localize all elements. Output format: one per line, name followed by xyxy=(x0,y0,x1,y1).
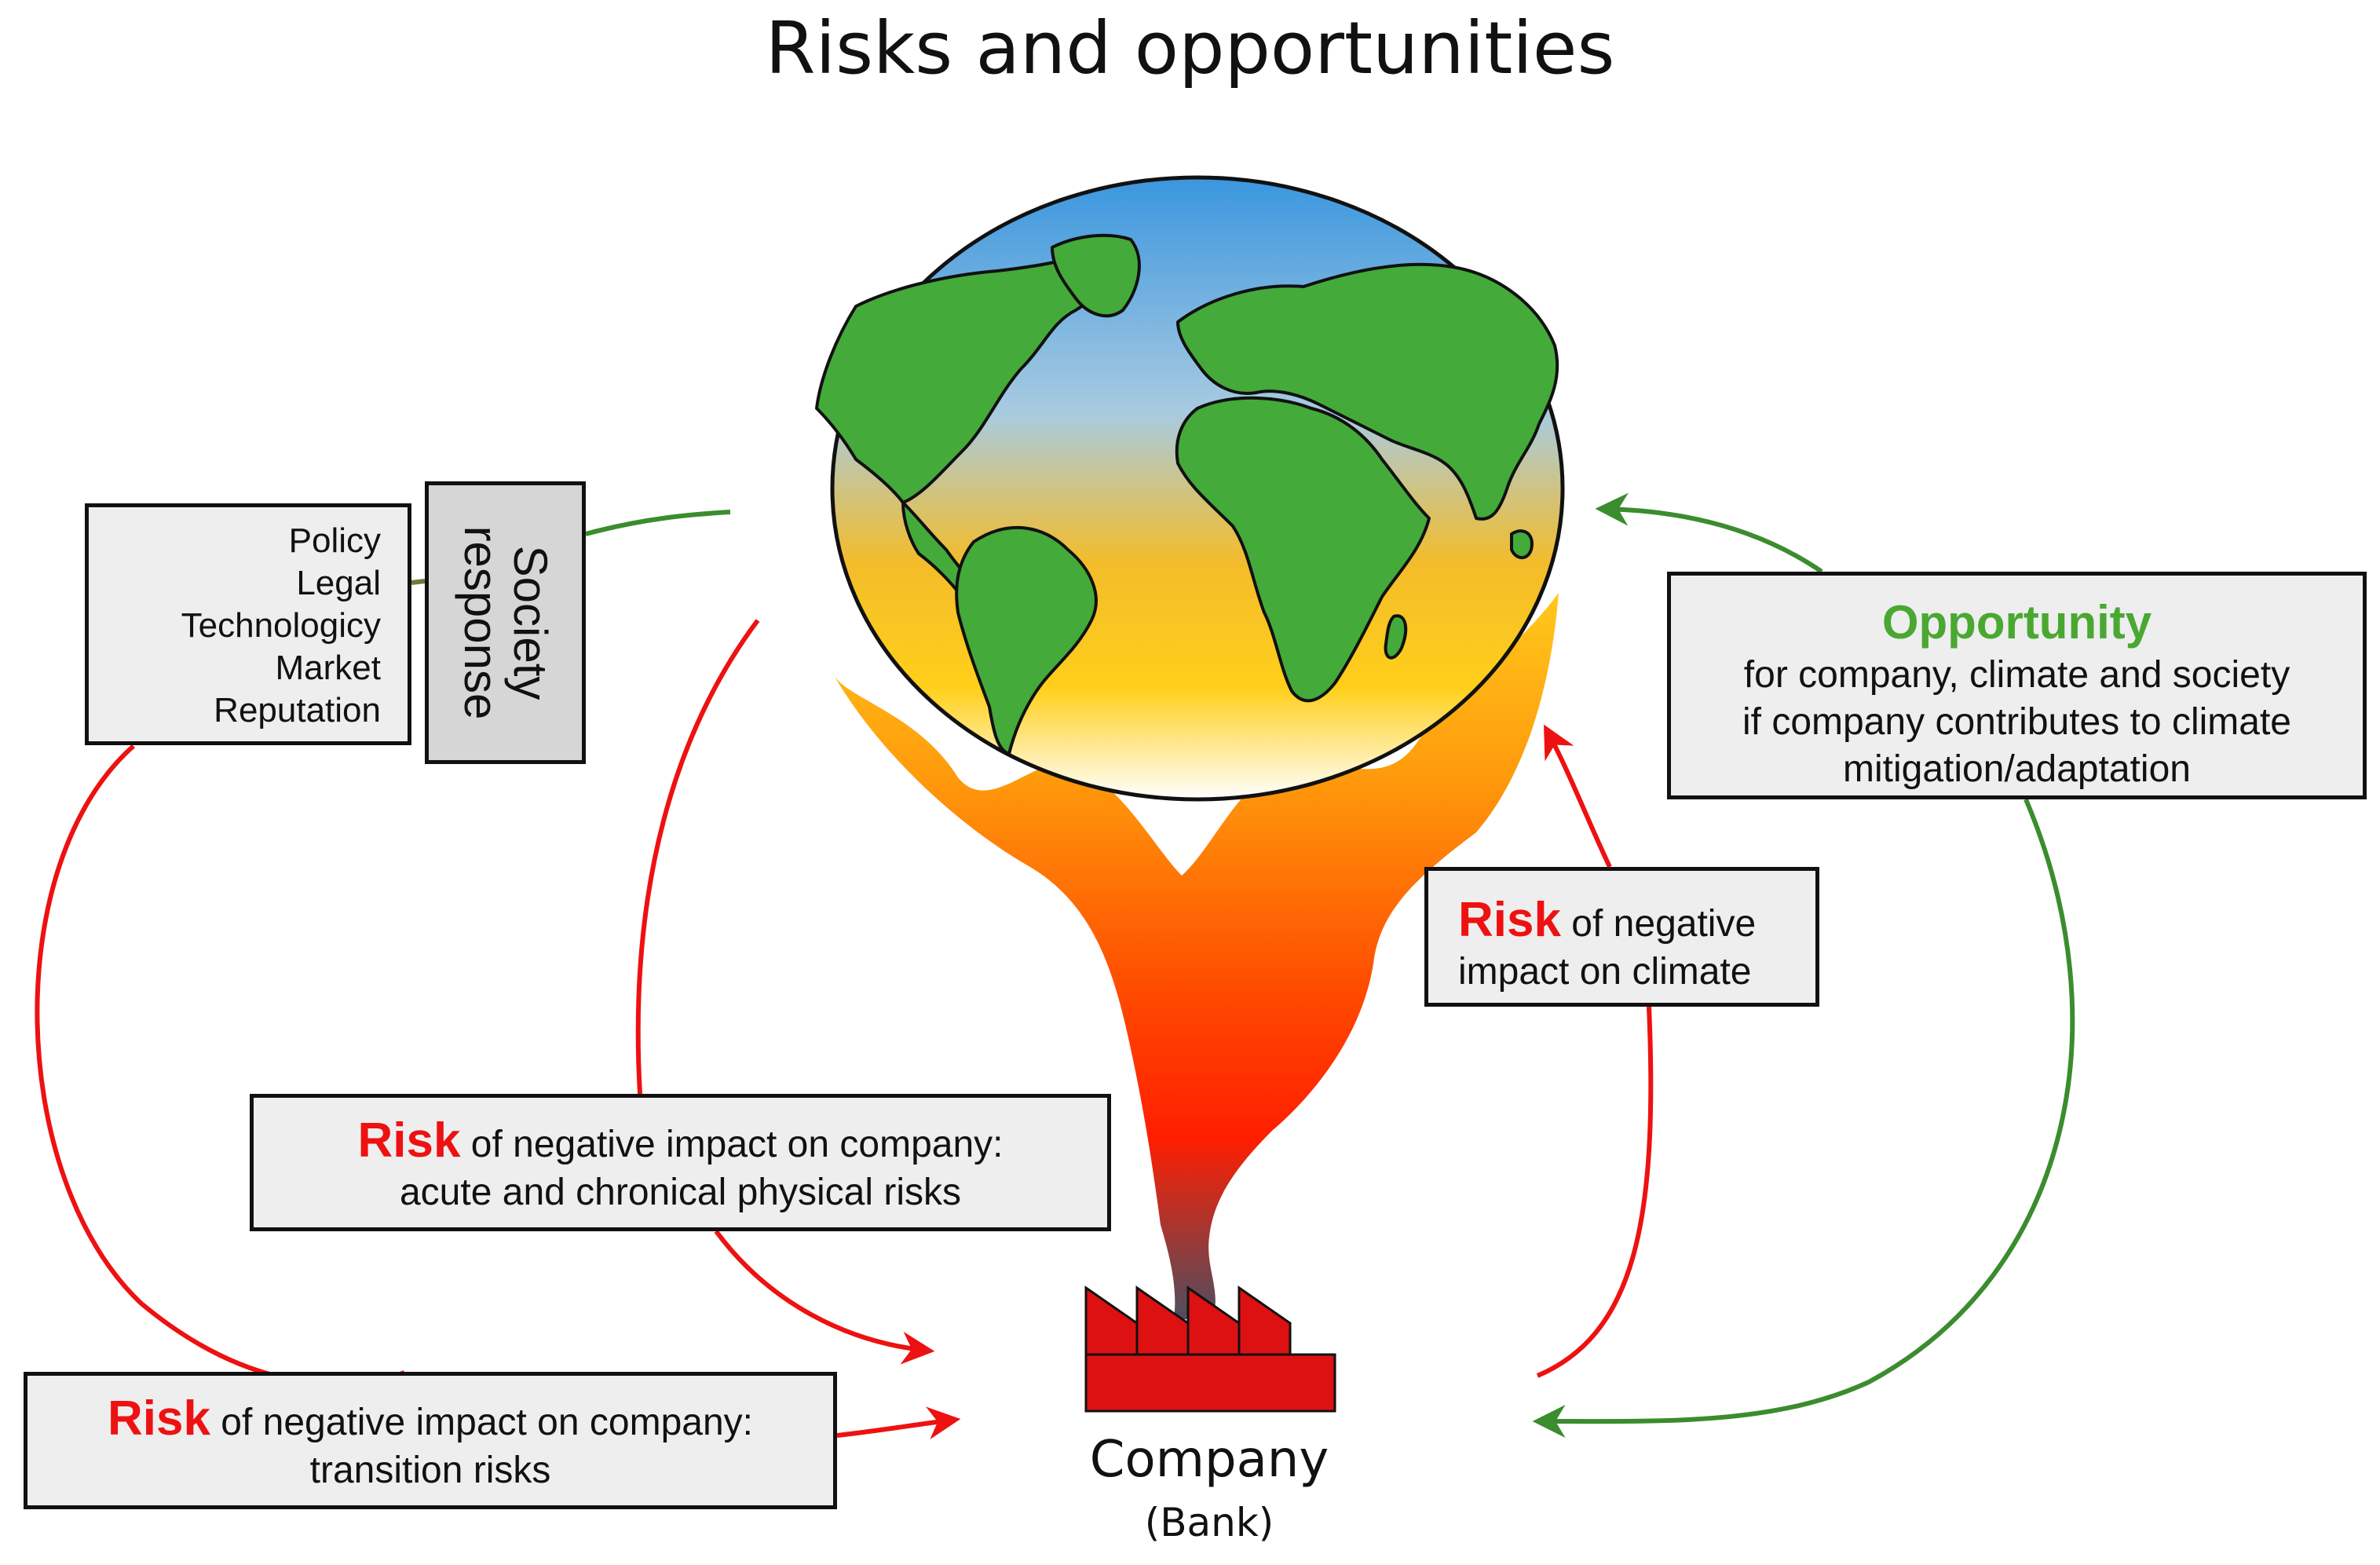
island-east xyxy=(1510,529,1534,560)
risk-physical-text-1: of negative impact on company: xyxy=(460,1124,1004,1165)
continent-south-america xyxy=(955,525,1098,755)
arrow-climate-risk-upper xyxy=(1544,724,1612,868)
risk-transition-text-2: transition risks xyxy=(309,1450,551,1492)
risk-physical-keyword: Risk xyxy=(357,1113,461,1168)
risk-physical-box: Risk of negative impact on company: acut… xyxy=(250,1094,1111,1231)
society-response-label: Society response xyxy=(454,525,557,720)
opportunity-line-1: for company, climate and society xyxy=(1743,654,2290,696)
risk-transition-line-1: Risk of negative impact on company: xyxy=(27,1390,833,1448)
factor-policy: Policy xyxy=(288,521,381,560)
arrow-physical-risk-lower xyxy=(714,1230,935,1365)
arrow-physical-risk-upper xyxy=(635,619,760,1095)
arrow-opportunity-lower xyxy=(1532,798,2075,1439)
globe-continents xyxy=(815,233,1559,755)
risk-climate-text-2: impact on climate xyxy=(1458,951,1752,993)
bank-label: (Bank) xyxy=(1144,1500,1274,1545)
arrow-transition-risk-curve xyxy=(35,744,405,1387)
risk-transition-text-1: of negative impact on company: xyxy=(210,1402,754,1443)
opportunity-box: Opportunity for company, climate and soc… xyxy=(1667,572,2367,799)
risk-physical-text-2: acute and chronical physical risks xyxy=(399,1172,961,1214)
risk-climate-box: Risk of negative impact on climate xyxy=(1424,867,1819,1007)
opportunity-line-3: mitigation/adaptation xyxy=(1843,748,2191,790)
factor-technology: Technologicy xyxy=(181,606,381,645)
island-madagascar xyxy=(1384,614,1408,660)
risk-physical-line-1: Risk of negative impact on company: xyxy=(254,1112,1107,1170)
risk-transition-box: Risk of negative impact on company: tran… xyxy=(24,1372,837,1509)
page-title: Risks and opportunities xyxy=(765,6,1615,90)
factory-icon xyxy=(1084,1285,1336,1413)
society-connector-line xyxy=(585,510,731,536)
arrow-transition-risk-head xyxy=(836,1406,961,1440)
continent-africa xyxy=(1175,396,1431,703)
factor-market: Market xyxy=(275,649,381,688)
factors-connector-line xyxy=(411,579,426,585)
arrow-climate-risk-lower xyxy=(1536,1006,1654,1378)
factor-legal: Legal xyxy=(296,564,381,603)
risk-climate-text-1: of negative xyxy=(1560,903,1757,945)
arrow-opportunity-upper xyxy=(1595,492,1823,574)
risk-climate-keyword: Risk xyxy=(1458,893,1561,947)
company-label: Company xyxy=(1089,1431,1329,1489)
continent-greenland xyxy=(1051,233,1141,318)
risk-factors-box: Policy Legal Technologicy Market Reputat… xyxy=(85,503,411,745)
risk-climate-line-1: Risk of negative xyxy=(1458,891,1815,949)
continent-eurasia xyxy=(1176,262,1559,521)
factor-reputation: Reputation xyxy=(214,691,381,730)
opportunity-line-2: if company contributes to climate xyxy=(1742,701,2291,743)
continent-north-america xyxy=(815,237,1131,504)
opportunity-heading: Opportunity xyxy=(1881,596,2152,649)
flame-shape xyxy=(834,593,1559,1319)
risk-transition-keyword: Risk xyxy=(107,1391,210,1446)
society-response-box: Society response xyxy=(425,481,586,764)
